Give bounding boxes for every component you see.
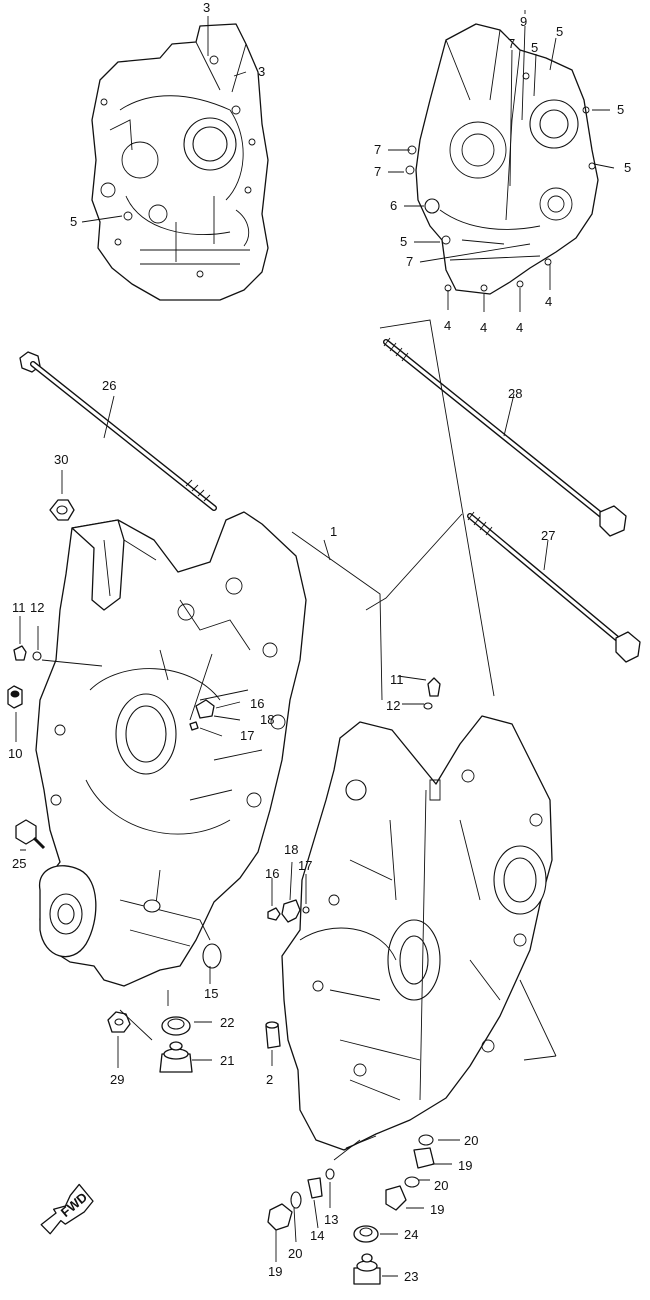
callout: 16 bbox=[265, 866, 279, 881]
callout: 4 bbox=[516, 320, 523, 335]
callout: 4 bbox=[545, 294, 552, 309]
callout: 10 bbox=[8, 746, 22, 761]
washer-30 bbox=[49, 499, 75, 521]
crankcase-right-half bbox=[281, 715, 553, 1151]
callout: 3 bbox=[258, 64, 265, 79]
callout: 15 bbox=[204, 986, 218, 1001]
callout: 11 bbox=[12, 600, 26, 615]
callout: 25 bbox=[12, 856, 26, 871]
callout: 2 bbox=[266, 1072, 273, 1087]
callout: 13 bbox=[324, 1212, 338, 1227]
bolt-28 bbox=[383, 337, 627, 537]
callout: 5 bbox=[617, 102, 624, 117]
callout: 5 bbox=[531, 40, 538, 55]
callout: 20 bbox=[464, 1133, 478, 1148]
callout: 7 bbox=[374, 142, 381, 157]
callout: 11 bbox=[390, 672, 404, 687]
callout: 17 bbox=[298, 858, 312, 873]
callout: 3 bbox=[203, 0, 210, 15]
callout: 7 bbox=[374, 164, 381, 179]
callout: 14 bbox=[310, 1228, 324, 1243]
callout: 21 bbox=[220, 1053, 234, 1068]
callout: 12 bbox=[30, 600, 44, 615]
forward-arrow-icon: FWD bbox=[40, 1183, 94, 1235]
callout: 7 bbox=[508, 36, 515, 51]
callout: 19 bbox=[458, 1158, 472, 1173]
callout: 5 bbox=[624, 160, 631, 175]
callout: 20 bbox=[434, 1178, 448, 1193]
small-parts bbox=[7, 645, 441, 1285]
callout: 22 bbox=[220, 1015, 234, 1030]
callout: 7 bbox=[406, 254, 413, 269]
callout: 5 bbox=[556, 24, 563, 39]
callout: 5 bbox=[400, 234, 407, 249]
callout: 18 bbox=[260, 712, 274, 727]
callout: 28 bbox=[508, 386, 522, 401]
callout: 5 bbox=[70, 214, 77, 229]
callout: 6 bbox=[390, 198, 397, 213]
callout: 19 bbox=[268, 1264, 282, 1279]
callout: 24 bbox=[404, 1227, 418, 1242]
crankcase-left-inner-view bbox=[91, 23, 269, 301]
callout: 17 bbox=[240, 728, 254, 743]
callout: 9 bbox=[520, 14, 527, 29]
callout: 4 bbox=[444, 318, 451, 333]
callout: 20 bbox=[288, 1246, 302, 1261]
callout: 1 bbox=[330, 524, 337, 539]
callout: 19 bbox=[430, 1202, 444, 1217]
crankcase-right-inner-view bbox=[405, 23, 599, 295]
callout: 12 bbox=[386, 698, 400, 713]
callout: 29 bbox=[110, 1072, 124, 1087]
bolt-26 bbox=[19, 351, 217, 511]
callout: 16 bbox=[250, 696, 264, 711]
callout: 30 bbox=[54, 452, 68, 467]
leader-lines bbox=[15, 10, 615, 1277]
crankcase-left-half bbox=[35, 511, 307, 987]
callout-labels: 3 3 5 9 7 5 5 5 5 7 7 6 5 7 4 4 4 4 26 2… bbox=[8, 0, 631, 1284]
callout: 26 bbox=[102, 378, 116, 393]
callout: 4 bbox=[480, 320, 487, 335]
bolt-27 bbox=[467, 511, 641, 663]
callout: 18 bbox=[284, 842, 298, 857]
callout: 23 bbox=[404, 1269, 418, 1284]
callout: 27 bbox=[541, 528, 555, 543]
